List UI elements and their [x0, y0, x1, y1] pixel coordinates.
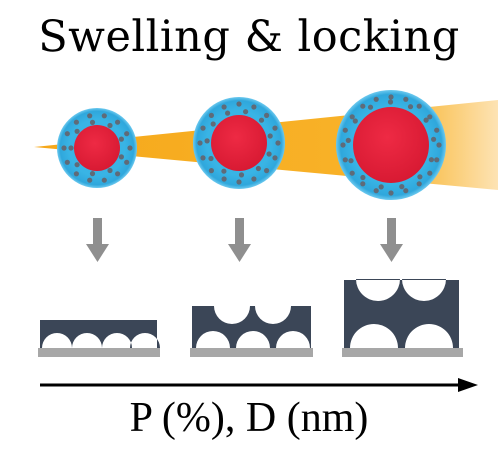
nanoparticle-dot	[434, 157, 440, 163]
nanoparticle-dot	[342, 157, 348, 163]
nanoparticle-dot	[272, 125, 278, 131]
nanoparticle-dot	[431, 136, 437, 142]
nanoparticle-dot	[197, 140, 203, 146]
nanoparticle-dot	[87, 177, 93, 183]
nanoparticle-dot	[345, 137, 351, 143]
nanoparticle-dot	[115, 119, 121, 125]
nanoparticle-dot	[348, 158, 354, 164]
down-arrow-large	[380, 218, 403, 262]
nanoparticle-dot	[403, 96, 409, 102]
axis-arrow	[40, 378, 478, 392]
nanoparticle-dot	[200, 155, 206, 161]
nanoparticle-dot	[399, 184, 405, 190]
nanoparticle-dot	[221, 104, 227, 110]
nanoparticle-dot	[272, 155, 278, 161]
nanoparticle-dot	[118, 154, 124, 160]
nanoparticle-dot	[267, 133, 273, 139]
nanoparticle-dot	[340, 142, 346, 148]
nanoparticle-dot	[264, 112, 270, 118]
nanoparticle-dot	[264, 168, 270, 174]
down-arrow-medium	[228, 218, 251, 262]
nanoparticle-dot	[68, 145, 74, 151]
nanoparticle-dot	[61, 145, 67, 151]
nanoparticle-dot	[373, 96, 379, 102]
nanoparticle-dot	[373, 188, 379, 194]
porous-film-large	[342, 279, 463, 357]
nanoparticle-dot	[236, 179, 242, 185]
nanoparticle-dot	[367, 104, 374, 110]
nanoparticle-dot	[124, 131, 130, 137]
nanoparticle-dot	[107, 122, 113, 129]
nanoparticle-dot	[89, 119, 96, 125]
nanoparticle-dot	[378, 184, 384, 190]
nanoparticle-dot	[428, 157, 434, 163]
nanoparticle-dot	[255, 165, 261, 172]
nanoparticle-dot	[407, 104, 414, 110]
nanoparticle-dot	[73, 119, 79, 125]
nanoparticle-dot	[275, 140, 281, 146]
nanoparticle-dot	[251, 104, 257, 110]
nanoparticle-dot	[107, 167, 113, 174]
nanoparticle-dot	[388, 94, 394, 100]
nanoparticle-dot	[89, 171, 96, 177]
axis-label: P (%), D (nm)	[129, 395, 369, 441]
particle-medium	[193, 97, 285, 189]
nanoparticle-dot	[200, 125, 206, 131]
nanoparticle-dot	[221, 176, 227, 182]
nanoparticle-dot	[349, 114, 355, 120]
nanoparticle-dot	[427, 114, 433, 120]
nanoparticle-dot	[64, 159, 70, 165]
nanoparticle-dot	[349, 170, 355, 176]
nanoparticle-dot	[416, 181, 422, 187]
nanoparticle-dot	[208, 112, 214, 118]
nanoparticle-dot	[101, 177, 107, 183]
nanoparticle-dot	[208, 168, 214, 174]
nanoparticle-dot	[225, 110, 231, 116]
nanoparticle-dot	[127, 145, 133, 151]
nanoparticle-dot	[204, 138, 210, 144]
nanoparticle-dot	[251, 176, 257, 182]
nanoparticle-dot	[238, 172, 245, 178]
nanoparticle-dot	[416, 103, 422, 109]
porous-film-medium	[190, 306, 313, 357]
nanoparticle-dot	[87, 113, 93, 119]
diagram-title: Swelling & locking	[38, 12, 460, 62]
nanoparticle-dot	[124, 159, 130, 165]
nanoparticle-dot	[115, 171, 121, 177]
nanoparticle-dot	[423, 117, 429, 123]
particle-large	[336, 90, 446, 200]
nanoparticle-dot	[352, 118, 358, 124]
nanoparticle-dot	[236, 101, 242, 107]
porous-film-small	[38, 320, 160, 357]
nanoparticle-dot	[417, 174, 423, 180]
nanoparticle-dot	[210, 121, 216, 127]
nanoparticle-dot	[73, 171, 79, 177]
nanoparticle-dot	[208, 155, 214, 162]
nanoparticle-dot	[74, 128, 80, 134]
nanoparticle-dot	[360, 174, 366, 181]
nanoparticle-dot	[388, 190, 394, 196]
particle-small	[57, 108, 137, 188]
nanoparticle-dot	[360, 181, 366, 187]
nanoparticle-dot	[434, 127, 440, 133]
down-arrow-small	[86, 218, 109, 262]
nanoparticle-dot	[387, 99, 394, 105]
nanoparticle-dot	[266, 151, 272, 157]
nanoparticle-dot	[74, 162, 80, 168]
nanoparticle-dot	[403, 188, 409, 194]
nanoparticle-dot	[221, 168, 227, 174]
nanoparticle-dot	[64, 131, 70, 137]
nanoparticle-dot	[342, 127, 348, 133]
nanoparticle-dot	[436, 142, 442, 148]
nanoparticle-dot	[101, 113, 107, 119]
nanoparticle-dot	[427, 170, 433, 176]
nanoparticle-dot	[243, 109, 249, 115]
nanoparticle-dot	[118, 136, 124, 142]
nanoparticle-dot	[258, 117, 265, 123]
nanoparticle-dot	[360, 103, 366, 109]
